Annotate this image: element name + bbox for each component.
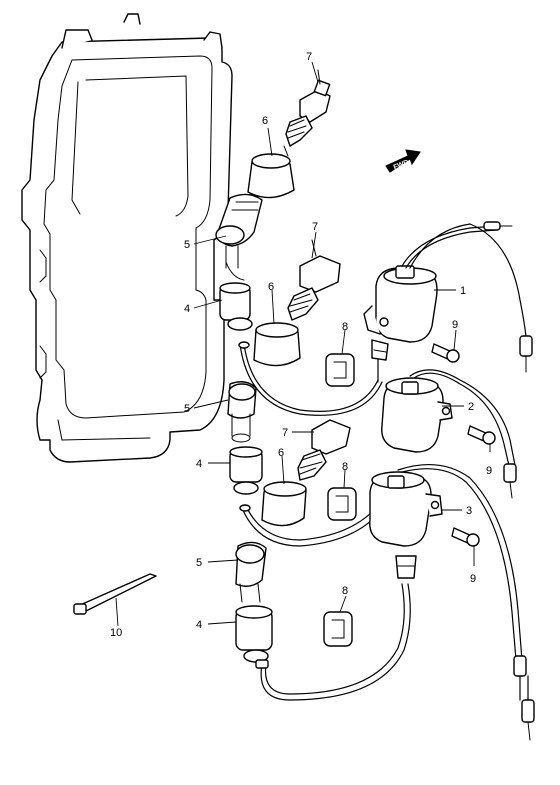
callout-4: 4: [184, 303, 190, 315]
callout-labels: 7 6 5 4 7 6 8 1 9 5 2 7 4 6 8 9 3 5 9 8 …: [110, 51, 492, 639]
plug-boot-5-upper: [215, 193, 263, 281]
callout-5: 5: [184, 239, 190, 251]
callout-7: 7: [306, 51, 312, 63]
callout-5: 5: [184, 403, 190, 415]
callout-6: 6: [262, 115, 268, 127]
callout-5: 5: [196, 557, 202, 569]
callout-9: 9: [486, 465, 492, 477]
clamp-8-middle: [327, 487, 357, 521]
clamp-8-upper: [325, 353, 355, 387]
bolt-9-upper: [431, 343, 460, 363]
callout-4: 4: [196, 619, 202, 631]
spark-plug-connector-upper: [283, 69, 331, 157]
callout-7: 7: [312, 221, 318, 233]
plug-cap-6-middle: [253, 322, 301, 367]
fwd-arrow-icon: FWD: [385, 149, 421, 173]
callout-7: 7: [282, 427, 288, 439]
grommet-4-lower: [235, 605, 273, 663]
clamp-8-lower: [323, 611, 353, 647]
leader-lines: [115, 61, 491, 627]
bolt-9-lower: [451, 527, 480, 547]
high-tension-lead-middle: [243, 343, 379, 412]
callout-8: 8: [342, 321, 348, 333]
coil-cover-frame: [21, 13, 233, 463]
ignition-coil-3: [369, 464, 535, 741]
callout-9: 9: [452, 319, 458, 331]
plug-cap-6-upper: [247, 153, 295, 199]
ignition-coil-2: [381, 369, 517, 499]
cable-tie-10: [73, 573, 157, 615]
grommet-4-upper: [219, 282, 253, 331]
callout-8: 8: [342, 585, 348, 597]
callout-9: 9: [470, 573, 476, 585]
spark-plug-connector-lower: [297, 419, 351, 481]
plug-boot-5-lower: [235, 541, 267, 603]
plug-cap-6-lower: [261, 481, 307, 527]
callout-1: 1: [460, 285, 466, 297]
callout-6: 6: [278, 447, 284, 459]
callout-8: 8: [342, 461, 348, 473]
callout-3: 3: [466, 505, 472, 517]
spark-plug-connector-middle: [287, 239, 341, 321]
callout-4: 4: [196, 458, 202, 470]
fwd-label: FWD: [393, 159, 410, 171]
ignition-coil-1: [363, 221, 533, 383]
bolt-9-middle: [467, 425, 496, 445]
callout-10: 10: [110, 627, 122, 639]
grommet-4-middle: [229, 446, 263, 495]
plug-boot-5-middle: [227, 381, 257, 443]
callout-2: 2: [468, 401, 474, 413]
high-tension-lead-bottom: [260, 583, 411, 701]
callout-6: 6: [268, 281, 274, 293]
high-tension-lead-lower: [245, 505, 377, 541]
